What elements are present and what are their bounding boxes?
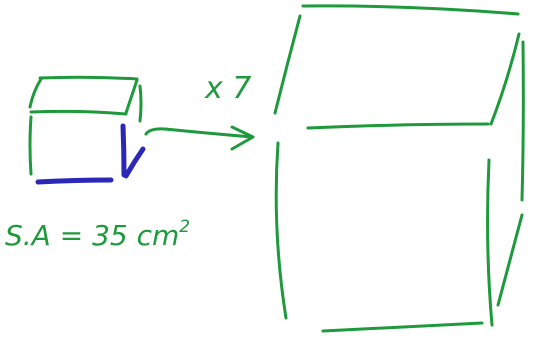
small-cube-front-top-edge — [29, 109, 128, 116]
scale-arrow — [144, 125, 255, 151]
large-cube-back-right-edge — [520, 40, 525, 202]
scale-label: x 7 — [204, 71, 251, 106]
large-cube-front-top-edge — [306, 122, 490, 130]
large-cube-top-back-edge — [301, 4, 520, 16]
large-cube-bottom-front-edge — [321, 321, 484, 333]
small-cube-back-right-edge — [138, 84, 143, 123]
large-cube-top-right-edge — [489, 32, 521, 126]
large-cube-top-left-edge — [273, 14, 302, 115]
small-cube — [28, 75, 143, 176]
small-cube-top-right-edge — [124, 78, 139, 115]
small-cube-top-left-edge — [28, 77, 43, 109]
small-cube-highlighted-edges — [35, 123, 146, 185]
large-cube-left-edge — [274, 141, 288, 320]
small-cube-left-edge — [28, 115, 33, 176]
surface-area-label: S.A = 35 cm2 — [5, 217, 190, 252]
blue-depth-edge — [123, 146, 146, 179]
large-cube-bottom-right-depth-edge — [496, 213, 524, 307]
blue-vertical-edge — [120, 123, 127, 178]
large-cube — [273, 4, 525, 333]
blue-bottom-edge — [35, 177, 114, 185]
surface-area-exponent: 2 — [179, 217, 190, 237]
surface-area-text: S.A = 35 cm — [5, 219, 179, 252]
arrow-head — [230, 125, 255, 151]
small-cube-top-back-edge — [38, 75, 139, 81]
arrow-shaft — [144, 127, 254, 139]
large-cube-right-edge — [486, 158, 494, 327]
